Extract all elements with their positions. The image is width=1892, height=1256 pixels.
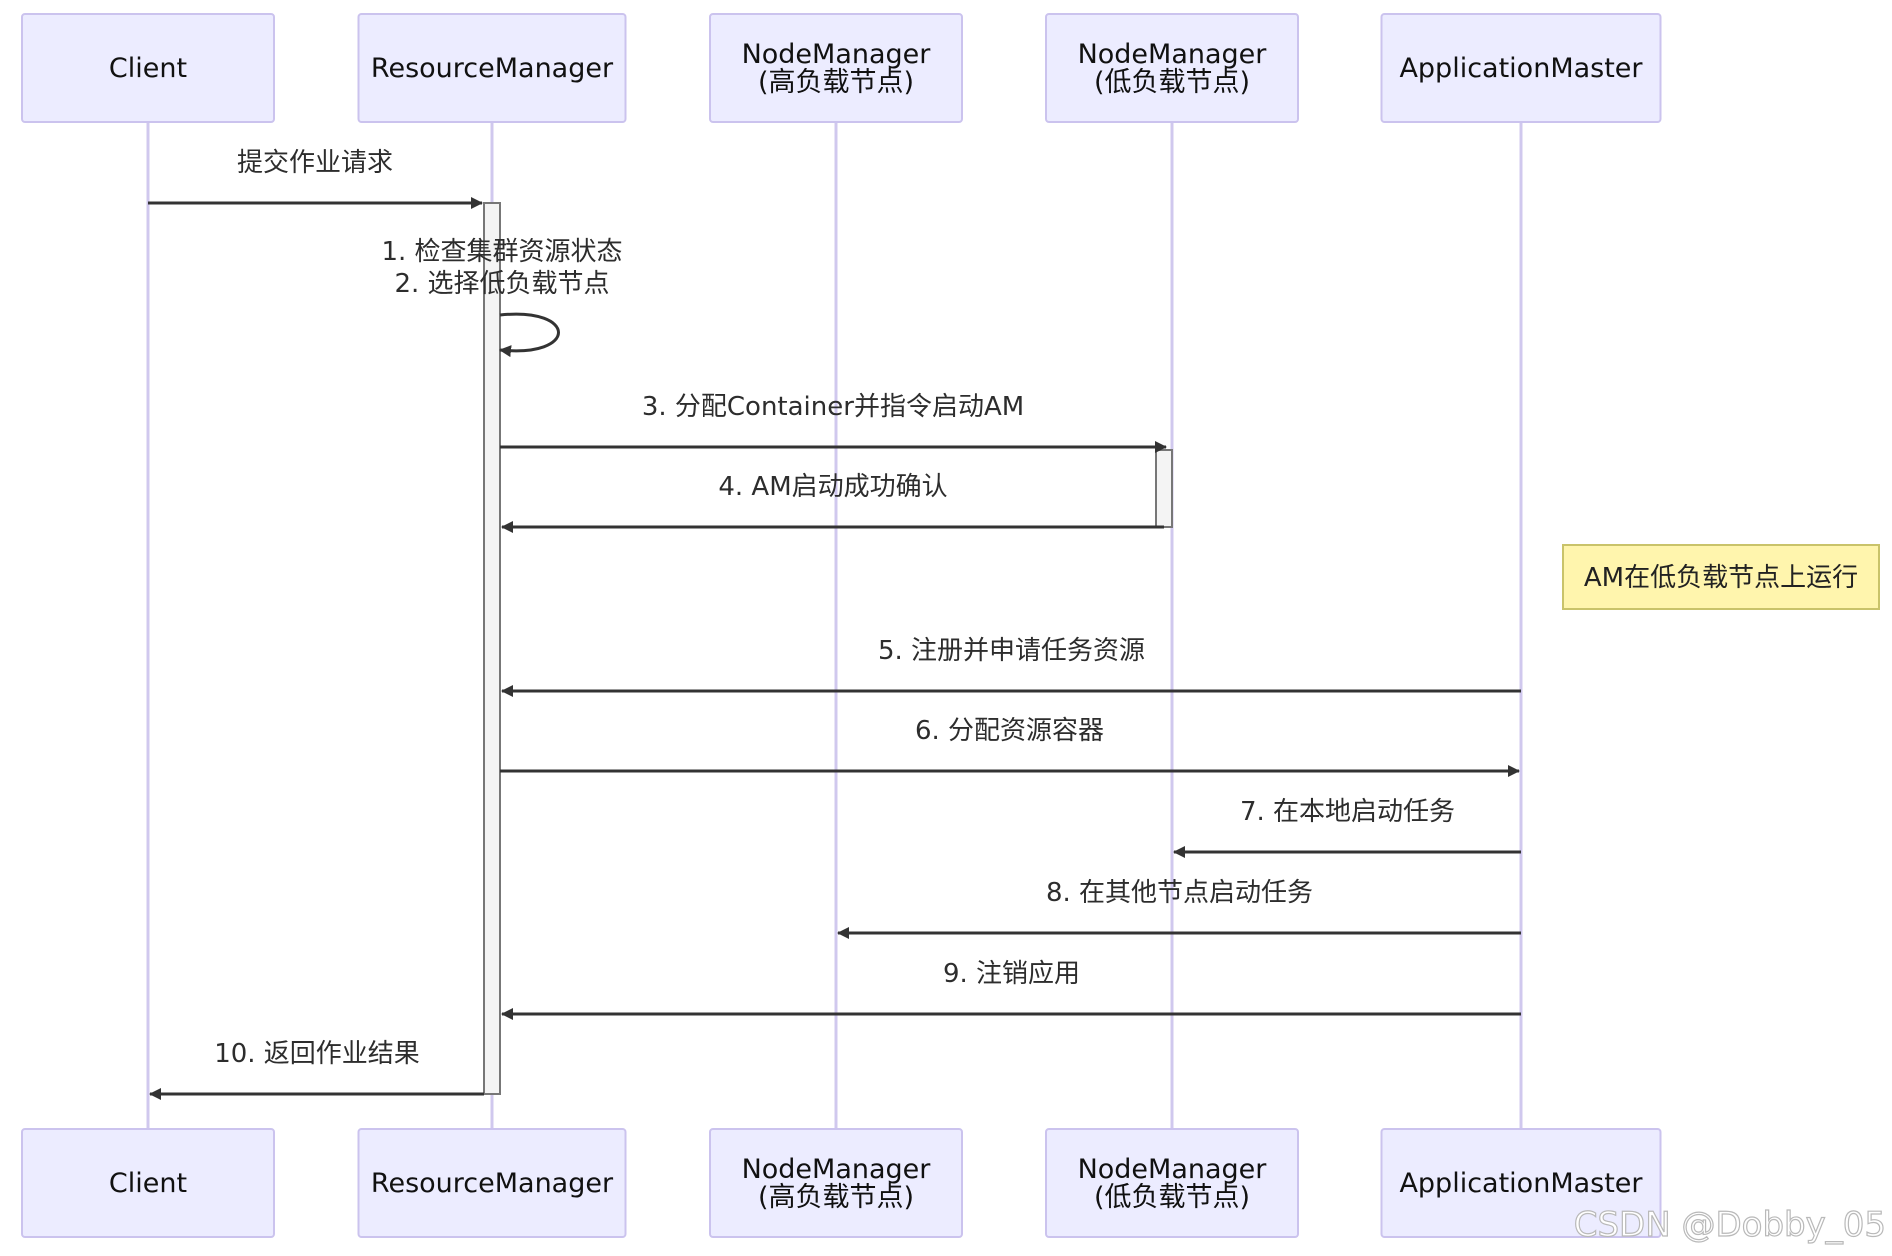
message-label: 提交作业请求 (237, 148, 393, 178)
participant-label: (高负载节点) (758, 67, 914, 98)
note-box (1562, 544, 1880, 610)
self-message-arrow (499, 312, 560, 358)
participant-client-top: Client (21, 13, 275, 123)
message-9: 9. 注销应用 (501, 959, 1521, 1020)
message-label: 4. AM启动成功确认 (718, 472, 947, 502)
message-1: 提交作业请求 (148, 148, 483, 209)
message-5: 5. 注册并申请任务资源 (501, 636, 1521, 697)
message-label: 7. 在本地启动任务 (1240, 797, 1455, 827)
message-label: 3. 分配Container并指令启动AM (642, 392, 1024, 422)
participant-box (357, 1128, 627, 1238)
activation-bar-rm (483, 202, 501, 1095)
participant-rm-top: ResourceManager (357, 13, 627, 123)
message-label: 8. 在其他节点启动任务 (1046, 878, 1313, 908)
participant-label: Client (109, 1168, 187, 1199)
participant-label: NodeManager (742, 1154, 932, 1185)
participant-box (21, 13, 275, 123)
message-label: 2. 选择低负载节点 (394, 269, 609, 299)
message-3: 3. 分配Container并指令启动AM (500, 392, 1167, 453)
participant-nm-high-top: NodeManager(高负载节点) (709, 13, 963, 123)
participant-label: NodeManager (1078, 39, 1268, 70)
note: AM在低负载节点上运行 (1562, 544, 1880, 610)
participant-label: (低负载节点) (1094, 1182, 1250, 1213)
participant-label: ApplicationMaster (1399, 53, 1643, 84)
participant-box (1045, 13, 1299, 123)
message-label: 6. 分配资源容器 (915, 716, 1104, 746)
participant-label: ResourceManager (371, 53, 614, 84)
participant-label: NodeManager (742, 39, 932, 70)
participant-box (709, 13, 963, 123)
participant-box (1380, 1128, 1662, 1238)
participant-am-top: ApplicationMaster (1380, 13, 1662, 123)
message-8: 8. 在其他节点启动任务 (837, 878, 1521, 939)
participant-box (1045, 1128, 1299, 1238)
participant-rm-bottom: ResourceManager (357, 1128, 627, 1238)
participant-label: ResourceManager (371, 1168, 614, 1199)
message-label: 10. 返回作业结果 (214, 1039, 420, 1069)
message-7: 7. 在本地启动任务 (1173, 797, 1521, 858)
participant-label: ApplicationMaster (1399, 1168, 1643, 1199)
participant-label: (高负载节点) (758, 1182, 914, 1213)
message-6: 6. 分配资源容器 (500, 716, 1520, 777)
participant-client-bottom: Client (21, 1128, 275, 1238)
participant-nm-high-bottom: NodeManager(高负载节点) (709, 1128, 963, 1238)
watermark-text: CSDN @Dobby_05 (1574, 1205, 1886, 1245)
message-10: 10. 返回作业结果 (149, 1039, 484, 1100)
message-label: 9. 注销应用 (943, 959, 1080, 989)
activation-bar-nm-low (1155, 449, 1173, 528)
participant-label: Client (109, 53, 187, 84)
message-4: 4. AM启动成功确认 (501, 472, 1164, 533)
message-label: 1. 检查集群资源状态 (381, 237, 622, 267)
participant-label: (低负载节点) (1094, 67, 1250, 98)
note-text: AM在低负载节点上运行 (1584, 563, 1858, 593)
participant-box (21, 1128, 275, 1238)
participant-nm-low-top: NodeManager(低负载节点) (1045, 13, 1299, 123)
participant-box (709, 1128, 963, 1238)
participant-box (1380, 13, 1662, 123)
participant-box (357, 13, 627, 123)
participant-am-bottom: ApplicationMaster (1380, 1128, 1662, 1238)
participant-nm-low-bottom: NodeManager(低负载节点) (1045, 1128, 1299, 1238)
message-label: 5. 注册并申请任务资源 (878, 636, 1145, 666)
participant-label: NodeManager (1078, 1154, 1268, 1185)
